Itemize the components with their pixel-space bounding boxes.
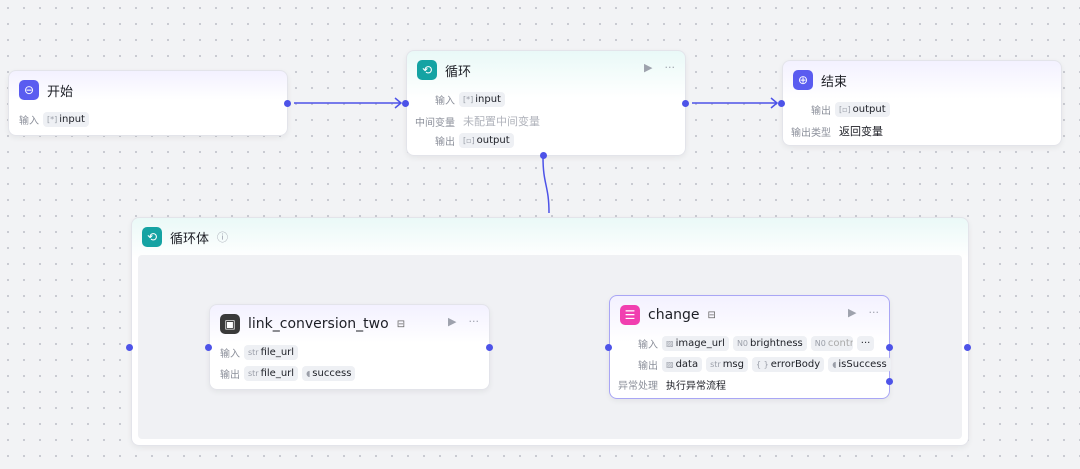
link-input-port[interactable] <box>205 344 212 351</box>
error-value: 执行异常流程 <box>666 381 726 392</box>
more-inputs-button[interactable]: ··· <box>856 336 875 351</box>
start-output-port[interactable] <box>284 100 291 107</box>
variable-tag: [▫]output <box>459 133 514 148</box>
run-icon[interactable]: ▶ <box>848 306 857 319</box>
loop-icon: ⟲ <box>417 60 437 80</box>
edge-start-loop <box>294 97 403 109</box>
variable-tag: [*]input <box>459 92 505 107</box>
node-title: 开始 <box>47 84 74 100</box>
mid-label: 中间变量 <box>415 117 455 129</box>
run-icon[interactable]: ▶ <box>644 61 653 74</box>
input-label: 输入 <box>19 116 39 127</box>
more-icon[interactable]: ··· <box>468 315 480 328</box>
plugin-avatar-icon: ▣ <box>220 314 240 334</box>
variable-tag: N0contra <box>810 336 853 351</box>
variable-tag: ▨data <box>662 357 703 372</box>
run-icon[interactable]: ▶ <box>448 315 457 328</box>
loop-icon: ⟲ <box>142 227 162 247</box>
end-icon: ⊕ <box>793 70 813 90</box>
output-label: 输出 <box>435 137 455 148</box>
loop-output-port[interactable] <box>682 100 689 107</box>
change-input-port[interactable] <box>605 344 612 351</box>
loop-input-port[interactable] <box>402 100 409 107</box>
mid-value: 未配置中间变量 <box>463 115 540 128</box>
start-node[interactable]: ⊖ 开始 输入 [*]input <box>8 70 288 136</box>
variable-tag: ◖success <box>302 366 356 381</box>
variable-tag: ▨image_url <box>662 336 729 351</box>
start-icon: ⊖ <box>19 80 39 100</box>
error-label: 异常处理 <box>618 381 658 392</box>
loop-body-start-port[interactable] <box>126 344 133 351</box>
more-icon[interactable]: ··· <box>664 61 676 74</box>
type-value: 返回变量 <box>839 125 883 138</box>
end-input-port[interactable] <box>778 100 785 107</box>
edge-loop-end <box>692 97 779 109</box>
variable-tag: [▫]output <box>835 102 890 117</box>
output-label: 输出 <box>220 370 240 381</box>
variable-tag: [*]input <box>43 112 89 127</box>
loop-body-port[interactable] <box>540 152 547 159</box>
loop-node[interactable]: ⟲ 循环 ▶ ··· 输入 [*]input 中间变量未配置中间变量 输出 [▫]out… <box>406 50 686 156</box>
type-label: 输出类型 <box>791 127 831 139</box>
info-icon[interactable]: ⓘ <box>217 231 229 244</box>
end-node[interactable]: ⊕ 结束 输出 [▫]output 输出类型返回变量 <box>782 60 1062 146</box>
input-label: 输入 <box>435 96 455 107</box>
node-title: change <box>648 307 700 323</box>
output-label: 输出 <box>638 361 658 372</box>
sliders-icon: ☰ <box>620 305 640 325</box>
change-output-port[interactable] <box>886 344 893 351</box>
plugin-icon: ⊟ <box>707 309 716 321</box>
output-label: 输出 <box>811 106 831 117</box>
node-title: link_conversion_two <box>248 316 389 332</box>
loop-body-end-port[interactable] <box>964 344 971 351</box>
variable-tag: { }errorBody <box>752 357 825 372</box>
plugin-icon: ⊟ <box>396 318 406 330</box>
link-output-port[interactable] <box>486 344 493 351</box>
more-icon[interactable]: ··· <box>868 306 880 319</box>
edge-loop-body <box>542 156 550 214</box>
input-label: 输入 <box>638 340 658 351</box>
container-title: 循环体 <box>170 231 210 247</box>
node-title: 循环 <box>445 64 472 80</box>
node-title: 结束 <box>821 74 848 90</box>
change-error-port[interactable] <box>886 378 893 385</box>
input-label: 输入 <box>220 349 240 360</box>
variable-tag: ◖isSuccess <box>828 357 891 372</box>
